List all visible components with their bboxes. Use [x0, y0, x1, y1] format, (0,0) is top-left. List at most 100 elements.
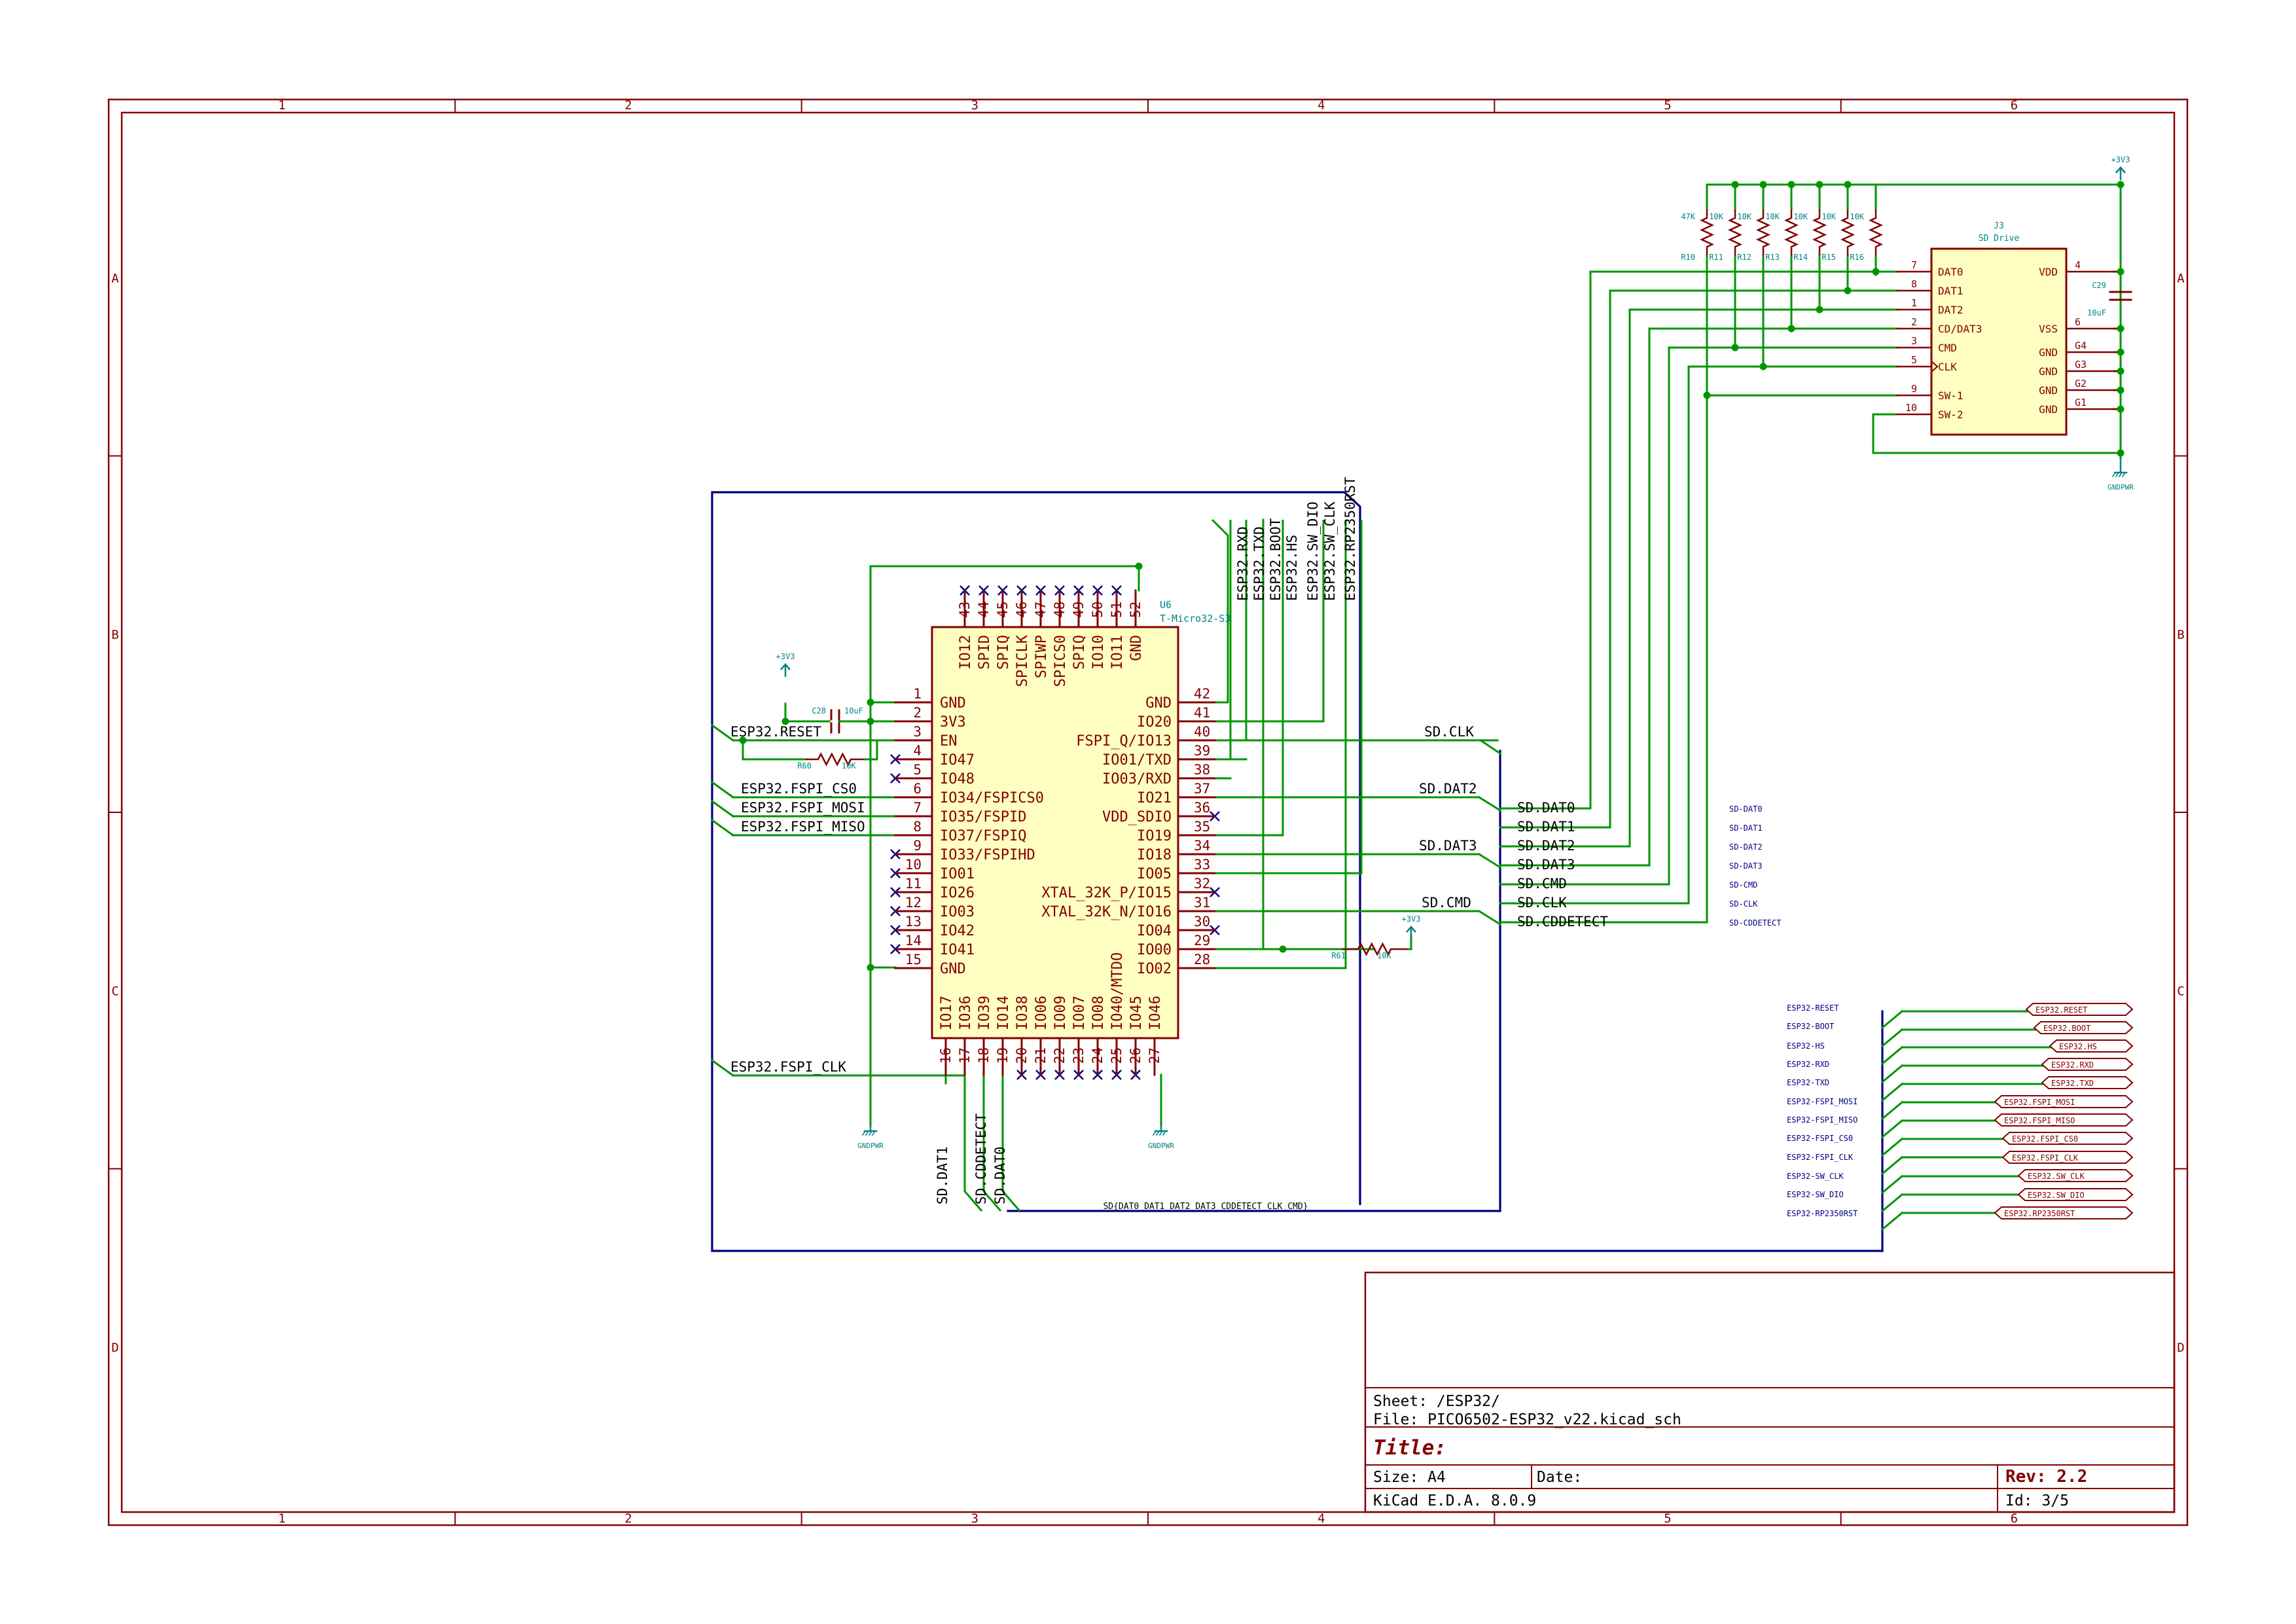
power-3v3-label: +3V3	[776, 652, 795, 661]
u6-pin-name: IO33/FSPIHD	[940, 847, 1035, 863]
wire	[1477, 909, 1502, 926]
j3-pin-name: VSS	[2039, 323, 2058, 335]
junction-dot	[2117, 181, 2125, 189]
title-outline	[1364, 1271, 2176, 1513]
resistor-r60	[805, 752, 864, 767]
gnd-hatch	[1152, 1130, 1157, 1136]
power-arrow	[780, 663, 791, 670]
u6-pin-number: 10	[905, 857, 922, 873]
u6-pin-number: 22	[1052, 1047, 1067, 1064]
passive-components: 47KR1010KR1110KR1210KR1310KR1410KR1510KR…	[797, 209, 2132, 960]
u6-pin-number: 45	[995, 602, 1011, 618]
j3-ref: J3	[1994, 221, 2004, 231]
resistor-value: 47K	[1681, 212, 1695, 221]
hier-label-shape	[2041, 1076, 2134, 1089]
u6-pin-name: IO00	[1137, 942, 1172, 958]
wire	[1479, 738, 1502, 755]
wire	[1211, 518, 1229, 704]
resistor-value: 10K	[1765, 212, 1780, 221]
u6-pin-number: 41	[1194, 705, 1210, 721]
wire	[1872, 413, 2121, 454]
u6-pin-number: 8	[913, 819, 922, 835]
u6-pin-number: 28	[1194, 952, 1210, 967]
net-esp32-fspi-clk: ESP32.FSPI_CLK	[730, 1059, 846, 1075]
hierarchical-labels: ESP32.RESETESP32.BOOTESP32.HSESP32.RXDES…	[1994, 1003, 2134, 1219]
wire	[1001, 1075, 1021, 1212]
junction-dot	[1731, 344, 1739, 352]
frame-col-label: 5	[1664, 98, 1671, 113]
u6-pin-name: IO02	[1137, 961, 1172, 977]
frame-row-label: D	[111, 1341, 118, 1355]
wire	[1477, 852, 1502, 869]
u6-pin-name: IO01	[940, 866, 975, 882]
file-name: File: PICO6502-ESP32_v22.kicad_sch	[1373, 1411, 1681, 1428]
hier-label-shape	[2033, 1021, 2134, 1034]
sd-bus-name: SD{DAT0 DAT1 DAT2 DAT3 CDDETECT CLK CMD}	[1103, 1202, 1308, 1212]
u6-pin-name: IO45	[1128, 996, 1145, 1030]
wire	[1880, 1174, 1904, 1195]
u6-pin-name: IO12	[958, 635, 974, 670]
power-3v3-label: +3V3	[2111, 155, 2130, 164]
u6-pin-name: GND	[940, 695, 966, 712]
net-sd-dat3: SD.DAT3	[1419, 838, 1477, 854]
j3-pin-number: 6	[2075, 316, 2081, 328]
j3-pin-name: SW-1	[1938, 389, 1964, 402]
frame-col-label: 2	[624, 98, 632, 113]
c29-val: 10uF	[2087, 308, 2106, 317]
frame-col-label: 3	[971, 98, 978, 113]
junction-dot	[2117, 348, 2125, 356]
junction-dot	[1844, 287, 1852, 295]
hier-label-text: ESP32.RXD	[2051, 1060, 2094, 1070]
j3-pin-name: DAT2	[1938, 304, 1964, 316]
resistor-ref: R13	[1765, 253, 1780, 262]
net-top-vertical: ESP32.BOOT	[1268, 518, 1283, 601]
wire	[710, 1058, 735, 1077]
u6-pin-number: 46	[1014, 602, 1030, 618]
c29-ref: C29	[2092, 281, 2106, 290]
j3-pin-number: G1	[2075, 397, 2087, 408]
frame-row-label: A	[2177, 271, 2185, 285]
u6-pin-name: IO11	[1109, 635, 1126, 670]
resistor-ref: R16	[1850, 253, 1864, 262]
j3-pin-name: GND	[2039, 384, 2058, 397]
gnd-hatch	[1155, 1130, 1160, 1136]
u6-pin-name: IO47	[940, 752, 975, 768]
resistor-ref: R14	[1793, 253, 1808, 262]
wire	[1880, 1082, 1904, 1102]
net-bottom-vertical: SD.CDDETECT	[973, 1113, 989, 1204]
u6-pin-number: 40	[1194, 724, 1210, 740]
net-sd-bus-label: SD.DAT2	[1517, 838, 1575, 854]
u6-pin-number: 25	[1109, 1047, 1124, 1064]
sd-alias: SD-CLK	[1729, 899, 1758, 909]
u6-pin-number: 44	[976, 602, 992, 618]
power-arrow	[1406, 926, 1416, 933]
j3-pin-name: DAT0	[1938, 266, 1964, 278]
u6-pin-name: IO35/FSPID	[940, 809, 1026, 825]
junction-dot	[867, 698, 874, 706]
title-label: Title:	[1373, 1436, 1446, 1460]
sd-alias: SD-DAT3	[1729, 861, 1763, 871]
j3-pin-number: G3	[2075, 359, 2087, 370]
pullup-resistor	[1727, 209, 1743, 255]
u6-body	[931, 626, 1179, 1039]
wire	[1477, 795, 1502, 812]
u6-pin-name: FSPI_Q/IO13	[1076, 733, 1172, 749]
hier-label-text: ESP32.FSPI_CS0	[2012, 1134, 2078, 1144]
esp32-alias: ESP32-FSPI_MOSI	[1787, 1097, 1857, 1106]
junction-dot	[2117, 325, 2125, 333]
sd-alias: SD-DAT0	[1729, 804, 1763, 814]
junction-dot	[2117, 386, 2125, 394]
frame-col-label: 4	[1318, 98, 1325, 113]
net-top-vertical: ESP32.SW_CLK	[1322, 501, 1338, 601]
gnd-hatch	[861, 1130, 867, 1136]
wire	[1880, 1137, 1904, 1157]
wire	[1880, 1119, 1904, 1139]
net-sd-bus-label: SD.CMD	[1517, 876, 1567, 892]
pullup-resistor	[1868, 209, 1884, 255]
date-label: Date:	[1537, 1469, 1582, 1486]
junctions	[739, 181, 2125, 971]
net-esp32-fspi-cs0: ESP32.FSPI_CS0	[741, 781, 857, 797]
net-sd-bus-label: SD.CDDETECT	[1517, 914, 1608, 929]
